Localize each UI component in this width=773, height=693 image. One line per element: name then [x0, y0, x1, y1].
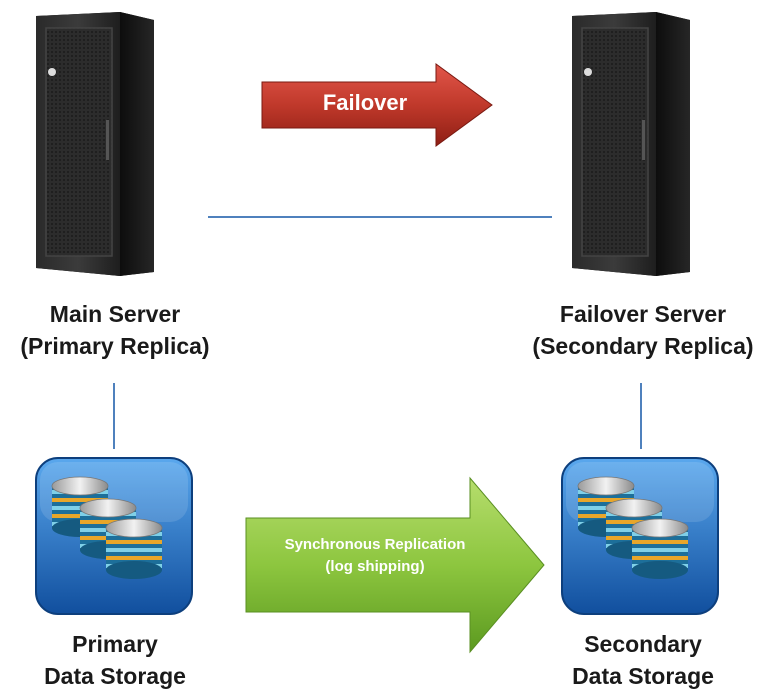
primary-storage-label: Primary Data Storage — [0, 628, 230, 692]
main-server-rack-icon — [22, 10, 162, 278]
failover-server-subtitle: (Secondary Replica) — [532, 333, 754, 359]
secondary-storage-subtitle: Data Storage — [572, 663, 714, 689]
replication-arrow — [244, 476, 548, 659]
primary-database-icon — [34, 456, 194, 616]
primary-storage-subtitle: Data Storage — [44, 663, 186, 689]
replication-arrow-line1: Synchronous Replication — [284, 536, 466, 553]
failover-arrow — [258, 62, 498, 153]
secondary-storage-title: Secondary — [584, 631, 702, 657]
replication-arrow-label: Synchronous Replication (log shipping) — [244, 534, 506, 578]
failover-server-label: Failover Server (Secondary Replica) — [518, 298, 768, 362]
primary-vertical-connector — [113, 383, 115, 449]
main-server-label: Main Server (Primary Replica) — [0, 298, 230, 362]
main-server-title: Main Server — [49, 301, 181, 327]
secondary-storage-label: Secondary Data Storage — [528, 628, 758, 692]
failover-server-title: Failover Server — [559, 301, 727, 327]
failover-server-rack-icon — [558, 10, 698, 278]
replication-arrow-line2: (log shipping) — [325, 558, 425, 575]
secondary-vertical-connector — [640, 383, 642, 449]
failover-arrow-label: Failover — [322, 90, 408, 115]
server-connector-line — [208, 216, 552, 218]
primary-storage-title: Primary — [72, 631, 158, 657]
secondary-database-icon — [560, 456, 720, 616]
main-server-subtitle: (Primary Replica) — [20, 333, 210, 359]
